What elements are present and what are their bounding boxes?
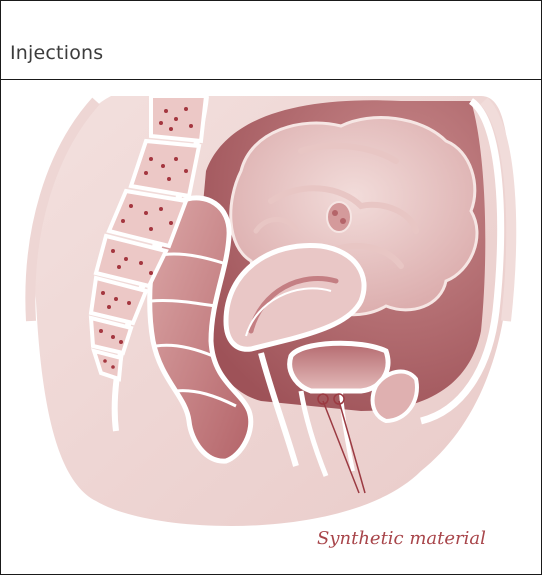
pelvis-illustration	[1, 80, 541, 574]
bladder	[290, 343, 388, 391]
synthetic-material-label: Synthetic material	[317, 528, 486, 549]
card-title: Injections	[10, 42, 103, 64]
